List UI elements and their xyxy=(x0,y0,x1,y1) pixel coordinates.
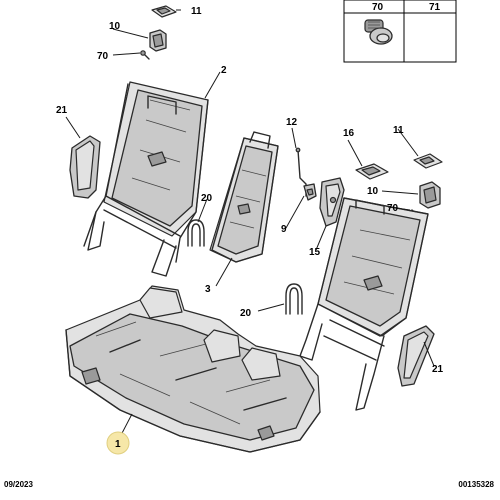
cover-plate-11-left xyxy=(151,5,177,18)
hinge-plate-15 xyxy=(319,177,345,227)
callout-10-right: 10 xyxy=(367,186,379,197)
u-bracket-20-lower xyxy=(285,283,303,315)
footer-reference-number: 00135328 xyxy=(458,480,494,489)
callout-15: 15 xyxy=(309,247,321,258)
side-trim-21-left xyxy=(69,135,101,199)
callout-10-left: 10 xyxy=(109,21,121,32)
inset-bolt-drawing xyxy=(364,19,393,45)
latch-10-left xyxy=(149,29,167,52)
center-backrest-frame-3 xyxy=(209,131,279,263)
side-trim-21-right xyxy=(397,325,435,387)
callout-11-right: 11 xyxy=(393,125,404,136)
callout-9: 9 xyxy=(281,224,287,235)
callout-21-left: 21 xyxy=(56,105,68,116)
inset-box: 70 71 xyxy=(343,0,457,63)
callout-numbers: 10 11 70 2 21 12 16 11 10 70 20 9 15 3 2… xyxy=(56,6,444,450)
callout-16: 16 xyxy=(343,128,355,139)
callout-70-left: 70 xyxy=(97,51,109,62)
callout-3: 3 xyxy=(205,284,211,295)
callout-20-upper: 20 xyxy=(201,193,213,204)
callout-21-right: 21 xyxy=(432,364,444,375)
cover-plate-11-right xyxy=(413,153,443,169)
u-bracket-20-upper xyxy=(187,219,205,247)
leader-lines xyxy=(65,9,435,438)
callout-11-left: 11 xyxy=(191,6,202,17)
callout-12: 12 xyxy=(286,117,298,128)
backrest-frame-right xyxy=(299,197,429,411)
callout-1-highlight xyxy=(106,431,130,455)
screw-70-left xyxy=(140,50,150,60)
callout-2: 2 xyxy=(221,65,227,76)
backrest-frame-2 xyxy=(83,81,209,277)
seat-cushion-1 xyxy=(65,285,321,453)
cover-plate-16 xyxy=(355,163,389,180)
callout-20-lower: 20 xyxy=(240,308,252,319)
bracket-9 xyxy=(303,183,317,201)
inset-col-70-label: 70 xyxy=(372,2,384,13)
latch-10-right xyxy=(419,181,441,209)
callout-70-right: 70 xyxy=(387,203,399,214)
callout-1: 1 xyxy=(115,439,121,450)
inset-col-71-label: 71 xyxy=(429,2,441,13)
footer-date: 09/2023 xyxy=(4,480,33,489)
